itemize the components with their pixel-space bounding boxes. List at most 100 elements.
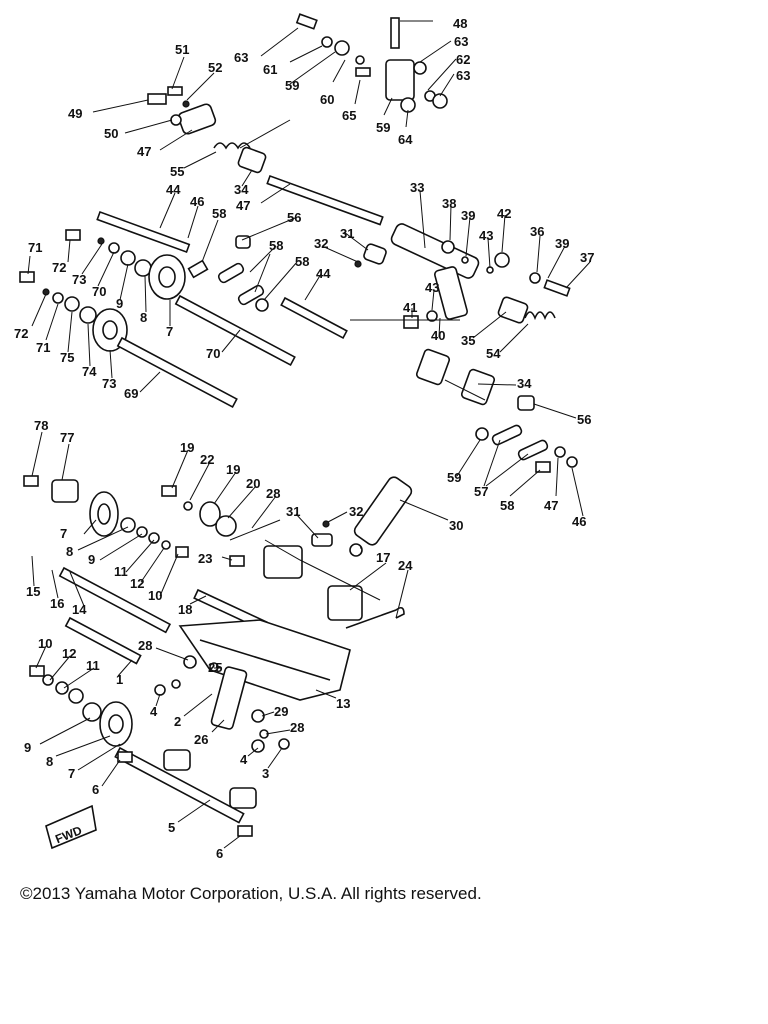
callout: 58	[212, 206, 226, 221]
callout: 32	[349, 504, 363, 519]
callout: 59	[376, 120, 390, 135]
callout: 6	[216, 846, 223, 861]
callout: 42	[497, 206, 511, 221]
callout: 13	[336, 696, 350, 711]
callout: 8	[66, 544, 73, 559]
callout: 17	[376, 550, 390, 565]
part-drawings	[19, 13, 578, 850]
callout: 47	[137, 144, 151, 159]
callout: 72	[14, 326, 28, 341]
callout: 34	[517, 376, 532, 391]
callout: 37	[580, 250, 594, 265]
callout: 50	[104, 126, 118, 141]
callout: 12	[130, 576, 144, 591]
callout: 70	[92, 284, 106, 299]
callout: 29	[274, 704, 288, 719]
callout: 26	[194, 732, 208, 747]
callout: 1	[116, 672, 123, 687]
callout: 43	[425, 280, 439, 295]
callout: 7	[60, 526, 67, 541]
callout: 11	[114, 564, 128, 579]
callout: 73	[102, 376, 116, 391]
callout: 9	[116, 296, 123, 311]
callout: 49	[68, 106, 82, 121]
callout: 73	[72, 272, 86, 287]
callout: 72	[52, 260, 66, 275]
callout: 10	[38, 636, 52, 651]
callout: 14	[72, 602, 87, 617]
callout: 59	[447, 470, 461, 485]
callout: 39	[555, 236, 569, 251]
callout: 54	[486, 346, 501, 361]
callout: 62	[456, 52, 470, 67]
callout: 10	[148, 588, 162, 603]
callout: 48	[453, 16, 467, 31]
callout: 77	[60, 430, 74, 445]
callout: 2	[174, 714, 181, 729]
callout: 58	[295, 254, 309, 269]
copyright-notice: ©2013 Yamaha Motor Corporation, U.S.A. A…	[20, 884, 482, 903]
leader-lines	[27, 20, 591, 849]
callout: 41	[403, 300, 417, 315]
callout: 28	[138, 638, 152, 653]
callout: 19	[180, 440, 194, 455]
callout: 8	[140, 310, 147, 325]
callout: 19	[226, 462, 240, 477]
callout: 22	[200, 452, 214, 467]
callout: 51	[175, 42, 189, 57]
callout: 46	[572, 514, 586, 529]
callout: 40	[431, 328, 445, 343]
callout: 28	[266, 486, 280, 501]
callout: 36	[530, 224, 544, 239]
callout-labels: 48 63 62 63 64 59 65 60 59 61 63 51 52 4…	[14, 16, 594, 861]
callout: 23	[198, 551, 212, 566]
callout: 24	[398, 558, 413, 573]
parts-diagram: 48 63 62 63 64 59 65 60 59 61 63 51 52 4…	[14, 13, 594, 861]
callout: 56	[287, 210, 301, 225]
callout: 44	[316, 266, 331, 281]
callout: 9	[88, 552, 95, 567]
callout: 58	[500, 498, 514, 513]
callout: 39	[461, 208, 475, 223]
callout: 59	[285, 78, 299, 93]
callout: 30	[449, 518, 463, 533]
callout: 12	[62, 646, 76, 661]
callout: 61	[263, 62, 277, 77]
callout: 63	[234, 50, 248, 65]
callout: 78	[34, 418, 48, 433]
callout: 55	[170, 164, 184, 179]
callout: 63	[454, 34, 468, 49]
callout: 57	[474, 484, 488, 499]
callout: 43	[479, 228, 493, 243]
callout: 35	[461, 333, 475, 348]
callout: 70	[206, 346, 220, 361]
callout: 74	[82, 364, 97, 379]
callout: 38	[442, 196, 456, 211]
callout: 44	[166, 182, 181, 197]
callout: 8	[46, 754, 53, 769]
callout: 71	[36, 340, 50, 355]
callout: 6	[92, 782, 99, 797]
callout: 5	[168, 820, 175, 835]
callout: 58	[269, 238, 283, 253]
callout: 75	[60, 350, 74, 365]
callout: 63	[456, 68, 470, 83]
callout: 34	[234, 182, 249, 197]
callout: 71	[28, 240, 42, 255]
callout: 65	[342, 108, 356, 123]
callout: 31	[340, 226, 354, 241]
callout: 18	[178, 602, 192, 617]
callout: 25	[208, 660, 222, 675]
callout: 31	[286, 504, 300, 519]
callout: 9	[24, 740, 31, 755]
callout: 7	[68, 766, 75, 781]
callout: 15	[26, 584, 40, 599]
callout: 3	[262, 766, 269, 781]
callout: 52	[208, 60, 222, 75]
callout: 4	[240, 752, 248, 767]
callout: 11	[86, 658, 100, 673]
callout: 7	[166, 324, 173, 339]
callout: 56	[577, 412, 591, 427]
callout: 32	[314, 236, 328, 251]
callout: 46	[190, 194, 204, 209]
